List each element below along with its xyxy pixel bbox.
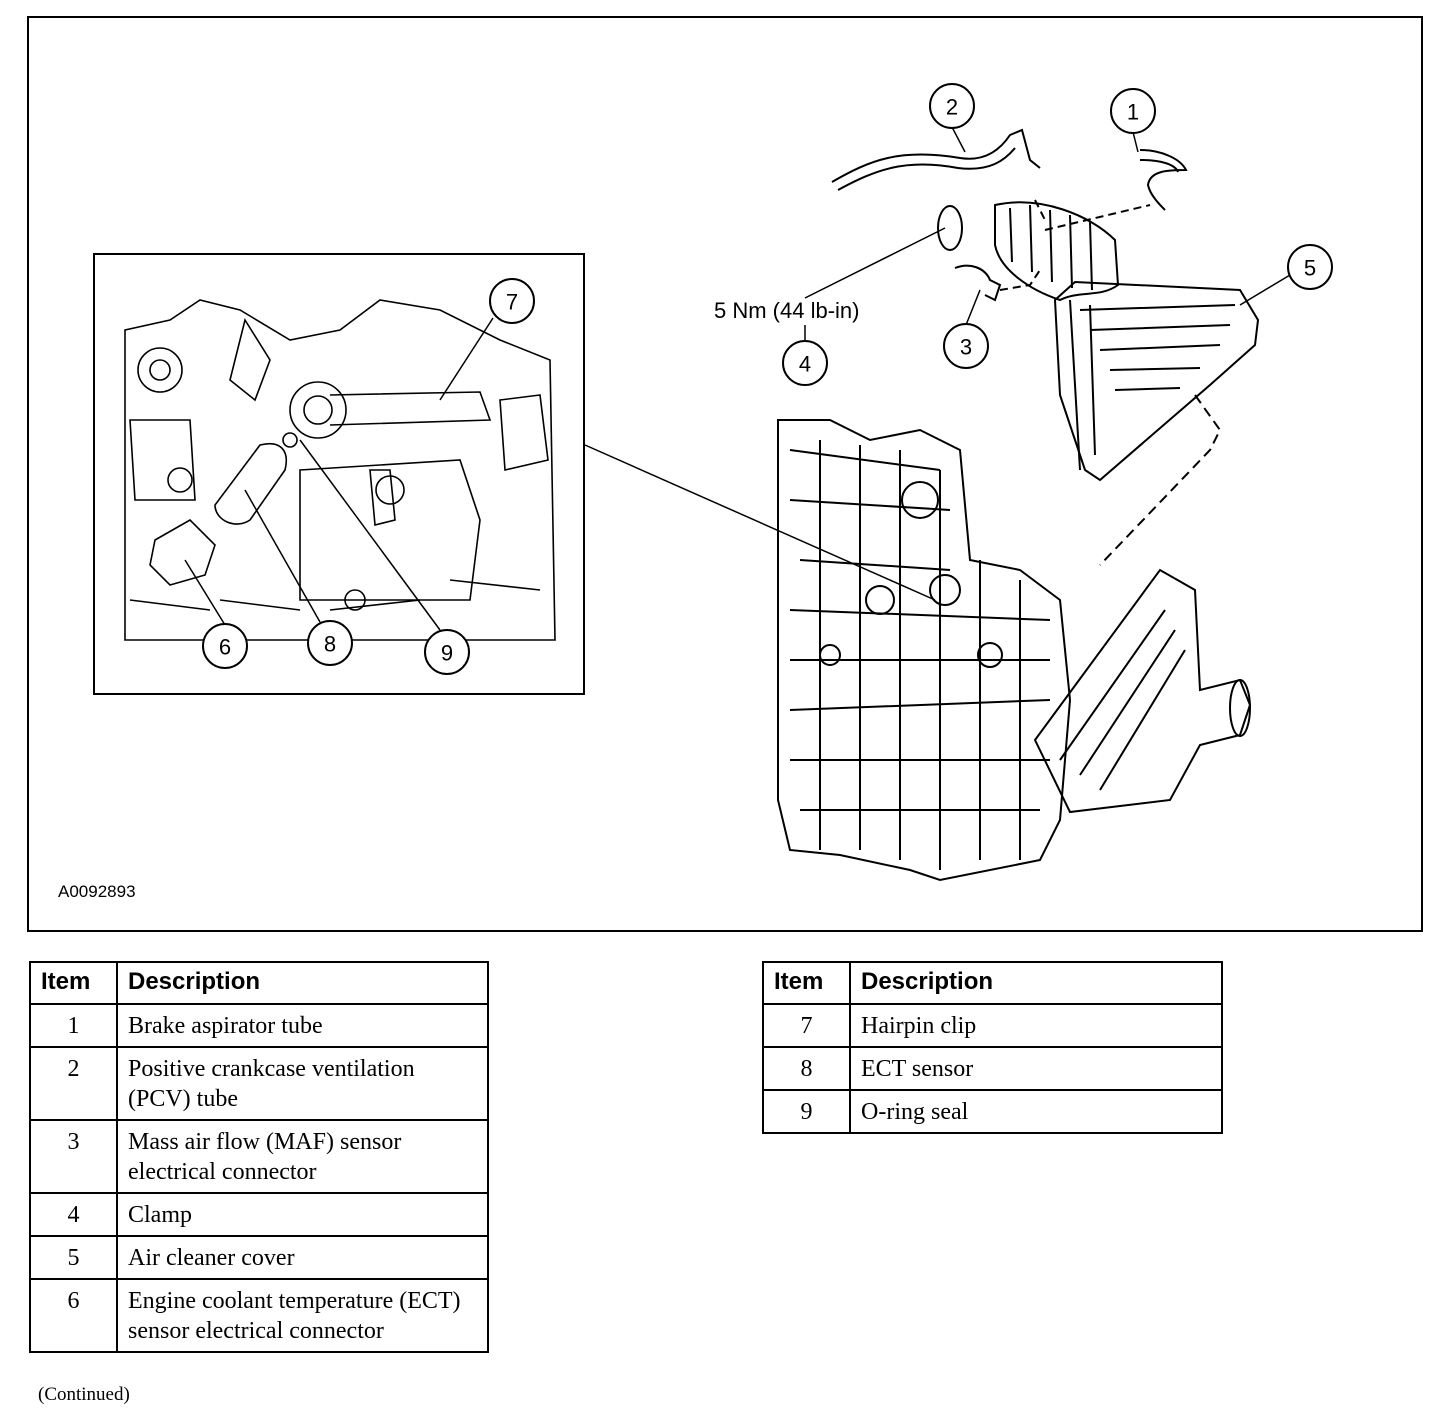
maf-connector-drawing	[954, 264, 1002, 302]
callout-5-label: 5	[1304, 256, 1316, 281]
item-number: 7	[762, 1003, 851, 1048]
callout-3-label: 3	[960, 335, 972, 360]
callout-3	[943, 323, 989, 369]
item-number: 3	[29, 1119, 118, 1194]
callout-6-label: 6	[219, 635, 231, 660]
air-inlet-tube-drawing	[994, 201, 1120, 302]
item-number: 6	[29, 1278, 118, 1353]
callout-4-label: 4	[799, 352, 811, 377]
item-number: 1	[29, 1003, 118, 1048]
callout-7-label: 7	[506, 290, 518, 315]
callout-1	[1110, 88, 1156, 134]
callout-7	[489, 278, 535, 324]
table-row: 9 O-ring seal	[762, 1089, 1223, 1134]
callout-2-label: 2	[946, 95, 958, 120]
table-header-row: Item Description	[762, 961, 1223, 1005]
callout-5	[1287, 244, 1333, 290]
inset-artwork	[124, 299, 556, 641]
item-description: ECT sensor	[849, 1046, 1223, 1091]
table-row: 5 Air cleaner cover	[29, 1235, 489, 1280]
item-description: Positive crankcase ventilation (PCV) tub…	[116, 1046, 489, 1121]
column-header-description: Description	[849, 961, 1223, 1005]
engine-block-drawing	[777, 419, 1072, 882]
table-row: 4 Clamp	[29, 1192, 489, 1237]
callout-4	[782, 340, 828, 386]
air-cleaner-cover-drawing	[1053, 280, 1260, 482]
table-row: 8 ECT sensor	[762, 1046, 1223, 1091]
legend-table-left: Item Description 1 Brake aspirator tube …	[29, 961, 489, 1353]
item-description: Brake aspirator tube	[116, 1003, 489, 1048]
air-cleaner-box-drawing	[1033, 568, 1252, 814]
detail-inset-frame	[93, 253, 585, 695]
item-description: Mass air flow (MAF) sensor electrical co…	[116, 1119, 489, 1194]
item-description: O-ring seal	[849, 1089, 1223, 1134]
column-header-description: Description	[116, 961, 489, 1005]
table-row: 7 Hairpin clip	[762, 1003, 1223, 1048]
column-header-item: Item	[762, 961, 851, 1005]
callouts	[202, 83, 1333, 675]
callout-9-label: 9	[441, 641, 453, 666]
table-row: 6 Engine coolant temperature (ECT) senso…	[29, 1278, 489, 1353]
item-number: 5	[29, 1235, 118, 1280]
callout-8-label: 8	[324, 632, 336, 657]
figure-id: A0092893	[58, 882, 136, 901]
item-number: 8	[762, 1046, 851, 1091]
column-header-item: Item	[29, 961, 118, 1005]
item-number: 4	[29, 1192, 118, 1237]
item-description: Engine coolant temperature (ECT) sensor …	[116, 1278, 489, 1353]
table-header-row: Item Description	[29, 961, 489, 1005]
table-row: 2 Positive crankcase ventilation (PCV) t…	[29, 1046, 489, 1121]
callout-9	[424, 629, 470, 675]
brake-aspirator-tube-drawing	[1139, 149, 1188, 211]
callout-8	[307, 620, 353, 666]
table-row: 3 Mass air flow (MAF) sensor electrical …	[29, 1119, 489, 1194]
diagram-frame	[27, 16, 1423, 932]
legend-table-right: Item Description 7 Hairpin clip 8 ECT se…	[762, 961, 1223, 1134]
item-description: Clamp	[116, 1192, 489, 1237]
callout-1-label: 1	[1127, 100, 1139, 125]
pcv-tube-drawing	[831, 128, 1041, 183]
item-number: 9	[762, 1089, 851, 1134]
item-description: Air cleaner cover	[116, 1235, 489, 1280]
table-row: 1 Brake aspirator tube	[29, 1003, 489, 1048]
clamp-drawing	[937, 205, 963, 251]
callout-2	[929, 83, 975, 129]
torque-spec: 5 Nm (44 lb-in)	[714, 298, 860, 323]
continued-note: (Continued)	[38, 1384, 130, 1405]
item-description: Hairpin clip	[849, 1003, 1223, 1048]
callout-6	[202, 623, 248, 669]
item-number: 2	[29, 1046, 118, 1121]
